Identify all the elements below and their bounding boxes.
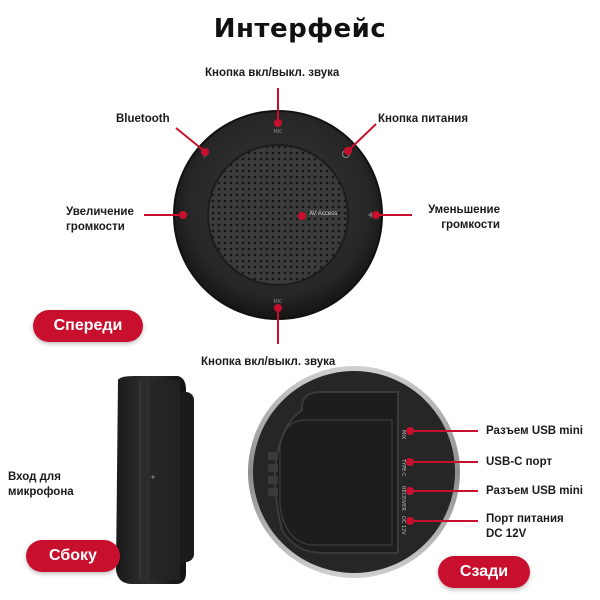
port2-icon: TYPE-C: [400, 458, 406, 477]
side-badge: Сбоку: [26, 540, 120, 572]
mic-input-label-line2: микрофона: [8, 486, 74, 498]
back-device: MIX TYPE-C RECEIVER DC 12V: [248, 366, 460, 578]
port-usb-c-label: USB-C порт: [486, 456, 553, 468]
callout-lines: [144, 88, 478, 525]
side-device: [116, 376, 194, 584]
bluetooth-icon: ᛒ: [203, 150, 208, 159]
back-badge: Сзади: [438, 556, 530, 588]
volume-down-label-line1: Уменьшение: [428, 204, 500, 216]
port-power-label: Порт питания DC 12V: [486, 512, 564, 542]
volume-up-label: Увеличение громкости: [66, 205, 134, 235]
volume-down-label: Уменьшение громкости: [418, 203, 500, 233]
port3-icon: RECEIVER: [400, 486, 406, 511]
bluetooth-label: Bluetooth: [116, 113, 170, 125]
plus-icon: +: [367, 210, 375, 221]
power-button-label: Кнопка питания: [378, 113, 469, 125]
port-power-label-line2: DC 12V: [486, 528, 527, 540]
mute-button-top-label: Кнопка вкл/выкл. звука: [205, 67, 340, 79]
volume-down-label-line2: громкости: [441, 219, 500, 231]
port-usb-mini-2-label: Разъем USB mini: [486, 485, 583, 497]
front-device: MIC MIC ᛒ − +: [173, 110, 383, 320]
mic-input-icon: [151, 475, 155, 479]
mic-input-label: Вход для микрофона: [8, 470, 74, 500]
mute-bottom-icon: MIC: [273, 299, 283, 305]
port-usb-mini-1-label: Разъем USB mini: [486, 425, 583, 437]
mute-top-icon: MIC: [273, 129, 283, 135]
front-badge: Спереди: [33, 310, 143, 342]
mic-input-label-line1: Вход для: [8, 471, 61, 483]
port-power-label-line1: Порт питания: [486, 513, 564, 525]
minus-icon: −: [180, 210, 188, 221]
port1-icon: MIX: [400, 430, 406, 440]
page-title: Интерфейс: [213, 14, 387, 44]
brand-logo-icon: [298, 212, 306, 220]
power-icon: [342, 150, 350, 158]
volume-up-label-line1: Увеличение: [66, 206, 134, 218]
volume-up-label-line2: громкости: [66, 221, 125, 233]
brand-label: AV Access: [309, 211, 338, 217]
port4-icon: DC 12V: [400, 516, 406, 535]
mute-button-bottom-label: Кнопка вкл/выкл. звука: [201, 356, 336, 368]
